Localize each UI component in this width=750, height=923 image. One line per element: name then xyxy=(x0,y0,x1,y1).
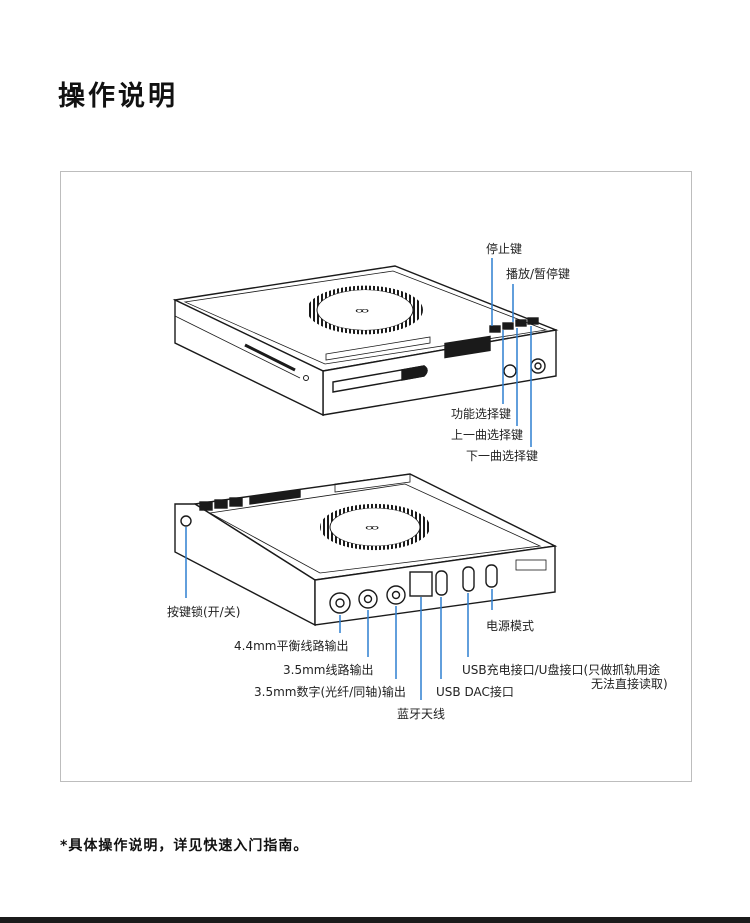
function-key-label: 功能选择键 xyxy=(451,405,511,422)
svg-text:ꝏ: ꝏ xyxy=(355,307,369,314)
usb-dac-label: USB DAC接口 xyxy=(436,683,514,700)
next-track-key-label: 下一曲选择键 xyxy=(466,447,538,464)
digital-out-label: 3.5mm数字(光纤/同轴)输出 xyxy=(254,683,406,700)
usb-charge-label-line2: 无法直接读取) xyxy=(591,675,668,692)
footnote: *具体操作说明，详见快速入门指南。 xyxy=(60,835,308,855)
key-lock-label: 按键锁(开/关) xyxy=(167,603,240,620)
disc-bottom: ꝏ xyxy=(320,504,430,550)
disc-top: ꝏ xyxy=(307,286,423,335)
prev-track-key-label: 上一曲选择键 xyxy=(451,426,523,443)
power-mode-label: 电源模式 xyxy=(486,617,534,634)
balanced-out-label: 4.4mm平衡线路输出 xyxy=(234,637,348,654)
svg-text:ꝏ: ꝏ xyxy=(365,524,379,531)
bottom-divider xyxy=(0,917,750,923)
line-out-label: 3.5mm线路输出 xyxy=(283,661,373,678)
bt-antenna-label: 蓝牙天线 xyxy=(397,705,445,722)
stop-key-label: 停止键 xyxy=(486,240,522,257)
play-pause-key-label: 播放/暂停键 xyxy=(506,265,570,282)
